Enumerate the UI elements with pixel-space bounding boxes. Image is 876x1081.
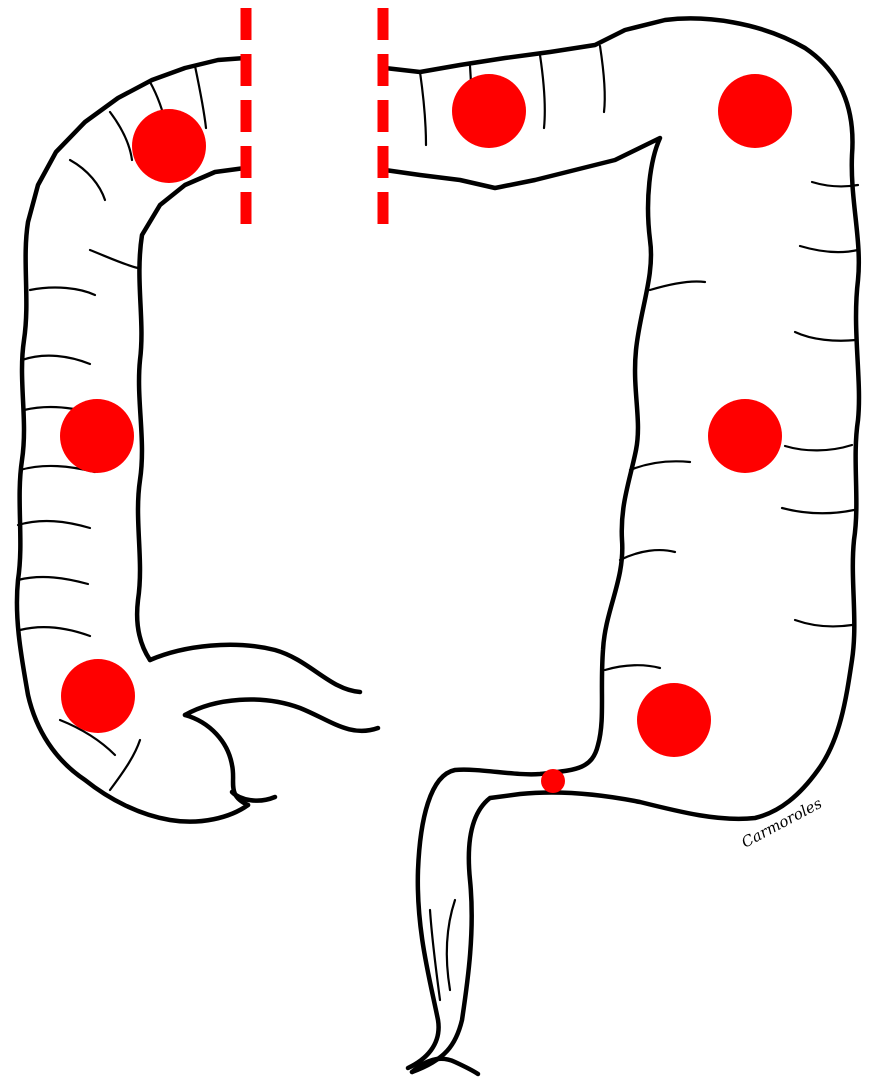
markers bbox=[60, 74, 792, 793]
terminal-ileum-upper bbox=[150, 645, 360, 692]
marker-sigmoid-colon bbox=[637, 683, 711, 757]
marker-cecum bbox=[61, 659, 135, 733]
right-colon-inner-wall bbox=[137, 168, 245, 660]
terminal-ileum-lower bbox=[185, 700, 378, 731]
marker-descending-colon bbox=[708, 399, 782, 473]
cut-lines bbox=[246, 8, 383, 236]
marker-ascending-colon bbox=[60, 399, 134, 473]
descending-colon-haustra bbox=[420, 46, 858, 1000]
cecum-base bbox=[185, 715, 248, 805]
left-colon-outline bbox=[385, 18, 859, 1074]
marker-splenic-flexure bbox=[718, 74, 792, 148]
marker-hepatic-flexure bbox=[132, 109, 206, 183]
left-colon-inner-wall bbox=[385, 138, 660, 1068]
marker-transverse-colon bbox=[452, 74, 526, 148]
artist-signature: Carmoroles bbox=[738, 794, 825, 852]
marker-rectosigmoid-junction bbox=[541, 769, 565, 793]
